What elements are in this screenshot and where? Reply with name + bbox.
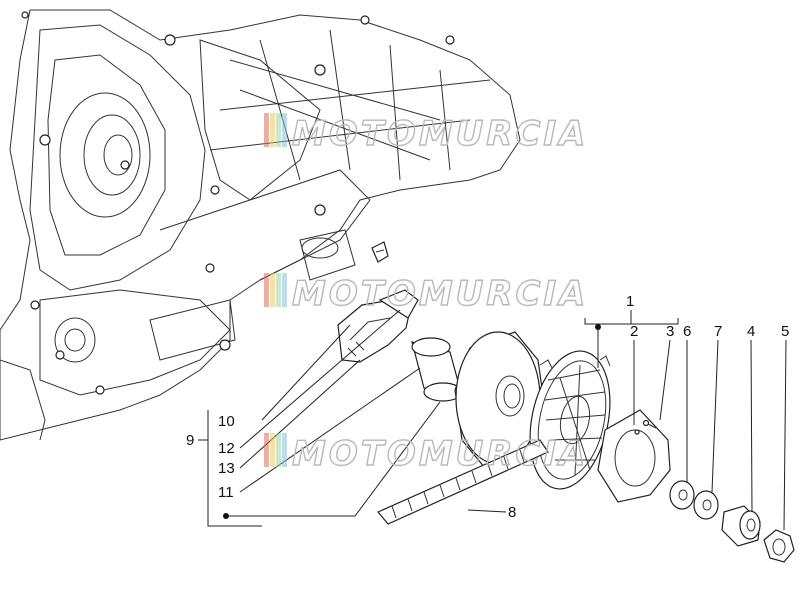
watermark-text-top: MOTOMURCIA bbox=[292, 114, 588, 154]
callout-9: 9 bbox=[186, 432, 194, 449]
callout-3: 3 bbox=[666, 323, 674, 340]
watermark-bottom: MOTOMURCIA bbox=[264, 433, 588, 475]
callout-13: 13 bbox=[218, 460, 235, 477]
clip-part bbox=[371, 241, 389, 263]
callout-1: 1 bbox=[626, 293, 634, 310]
callout-2: 2 bbox=[630, 323, 638, 340]
watermark-text-middle: MOTOMURCIA bbox=[292, 274, 588, 314]
washer-7-part bbox=[693, 490, 719, 520]
crankcase-housing bbox=[0, 9, 521, 441]
callout-6: 6 bbox=[683, 323, 691, 340]
callout-5: 5 bbox=[781, 323, 789, 340]
watermark-middle: MOTOMURCIA bbox=[264, 273, 588, 315]
bushing-part bbox=[411, 337, 463, 402]
callout-10: 10 bbox=[218, 413, 235, 430]
nut-part bbox=[763, 529, 795, 563]
callout-labels: 1 2 3 6 7 4 5 10 12 9 13 11 8 bbox=[186, 293, 789, 521]
leader-lines bbox=[198, 309, 787, 531]
ramp-plate-part bbox=[337, 289, 419, 363]
belt-part bbox=[377, 439, 549, 525]
bushing-4-part bbox=[721, 505, 761, 547]
fan-pulley-part bbox=[529, 350, 621, 490]
cover-plate-part bbox=[597, 409, 671, 503]
group-1-dot bbox=[595, 324, 601, 330]
callout-11: 11 bbox=[218, 484, 234, 501]
callout-8: 8 bbox=[508, 504, 516, 521]
group-9-dot bbox=[223, 513, 229, 519]
watermark-text-bottom: MOTOMURCIA bbox=[292, 434, 588, 474]
screw-part bbox=[642, 419, 657, 429]
callout-12: 12 bbox=[218, 440, 235, 457]
callout-4: 4 bbox=[747, 323, 755, 340]
callout-7: 7 bbox=[714, 323, 722, 340]
washer-6-part bbox=[669, 480, 695, 510]
watermark-top: MOTOMURCIA bbox=[264, 113, 588, 155]
